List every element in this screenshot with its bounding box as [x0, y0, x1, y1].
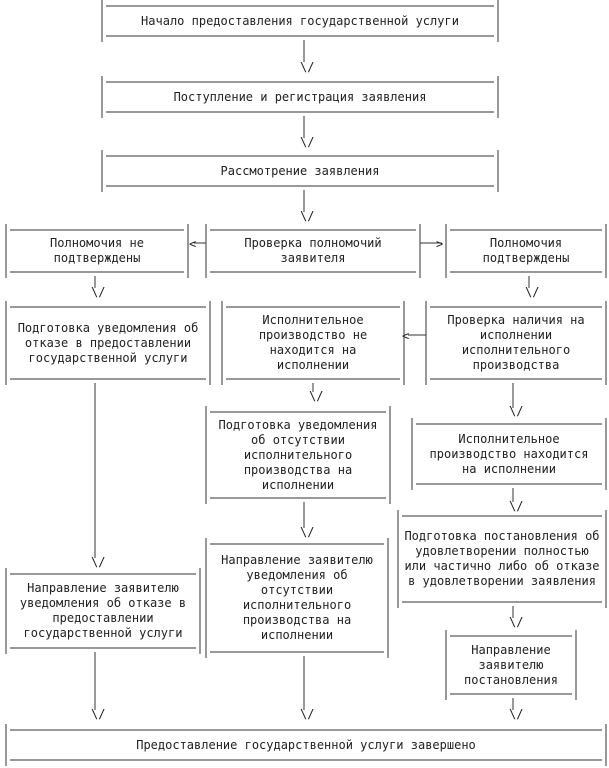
node-not-confirmed-label: Полномочия не подтверждены: [50, 236, 144, 265]
node-send-absence: Направление заявителю уведомления об отс…: [210, 544, 384, 652]
node-send-resolution-label: Направление заявителю постановления: [464, 642, 558, 687]
node-executing-label: Исполнительное производство находится на…: [429, 431, 589, 476]
node-send-refusal-label: Направление заявителю уведомления об отк…: [19, 581, 187, 640]
arrow-down-4: \/: [91, 285, 106, 299]
arrow-left-authority: <: [189, 237, 197, 251]
node-confirmed: Полномочия подтверждены: [450, 230, 602, 272]
arrow-right-authority: >: [436, 237, 444, 251]
node-resolution-prep: Подготовка постановления об удовлетворен…: [402, 516, 602, 602]
node-receive-label: Поступление и регистрация заявления: [173, 89, 427, 104]
node-receive: Поступление и регистрация заявления: [106, 82, 494, 112]
node-executing: Исполнительное производство находится на…: [416, 424, 602, 484]
node-finish: Предоставление государственной услуги за…: [10, 730, 602, 760]
arrow-down-2: \/: [300, 135, 315, 149]
node-start-label: Начало предоставления государственной ус…: [141, 13, 459, 28]
arrow-down-7: \/: [509, 404, 524, 418]
arrow-down-3: \/: [300, 209, 315, 223]
node-confirmed-label: Полномочия подтверждены: [482, 236, 570, 265]
node-send-refusal: Направление заявителю уведомления об отк…: [10, 574, 196, 648]
arrow-down-5: \/: [525, 285, 540, 299]
node-absence-prep-label: Подготовка уведомления об отсутствии исп…: [218, 417, 378, 492]
arrow-down-9: \/: [509, 499, 524, 513]
node-refusal-prep-label: Подготовка уведомления об отказе в предо…: [17, 320, 199, 365]
arrow-down-11: \/: [509, 615, 524, 629]
arrow-down-1: \/: [300, 60, 315, 74]
node-finish-label: Предоставление государственной услуги за…: [136, 737, 476, 752]
node-send-resolution: Направление заявителю постановления: [450, 636, 572, 694]
arrow-down-12: \/: [91, 707, 106, 721]
arrow-down-10: \/: [91, 555, 106, 569]
node-review: Рассмотрение заявления: [106, 156, 494, 186]
node-start: Начало предоставления государственной ус…: [106, 6, 494, 36]
node-check-execution: Проверка наличия на исполнении исполните…: [430, 307, 602, 379]
node-not-executing: Исполнительное производство не находится…: [226, 307, 400, 379]
node-check-authority: Проверка полномочий заявителя: [210, 230, 416, 272]
node-check-execution-label: Проверка наличия на исполнении исполните…: [447, 313, 585, 372]
arrow-down-14: \/: [509, 707, 524, 721]
node-absence-prep: Подготовка уведомления об отсутствии исп…: [210, 412, 386, 498]
node-check-authority-label: Проверка полномочий заявителя: [244, 236, 382, 265]
node-refusal-prep: Подготовка уведомления об отказе в предо…: [10, 307, 206, 379]
node-not-executing-label: Исполнительное производство не находится…: [258, 313, 368, 372]
arrow-down-13: \/: [300, 707, 315, 721]
arrow-down-6: \/: [309, 389, 324, 403]
node-send-absence-label: Направление заявителю уведомления об отс…: [221, 553, 373, 642]
arrow-down-8: \/: [300, 525, 315, 539]
node-not-confirmed: Полномочия не подтверждены: [10, 230, 184, 272]
node-resolution-prep-label: Подготовка постановления об удовлетворен…: [404, 529, 600, 588]
arrow-left-execution: <: [402, 329, 410, 343]
node-review-label: Рассмотрение заявления: [220, 163, 380, 178]
